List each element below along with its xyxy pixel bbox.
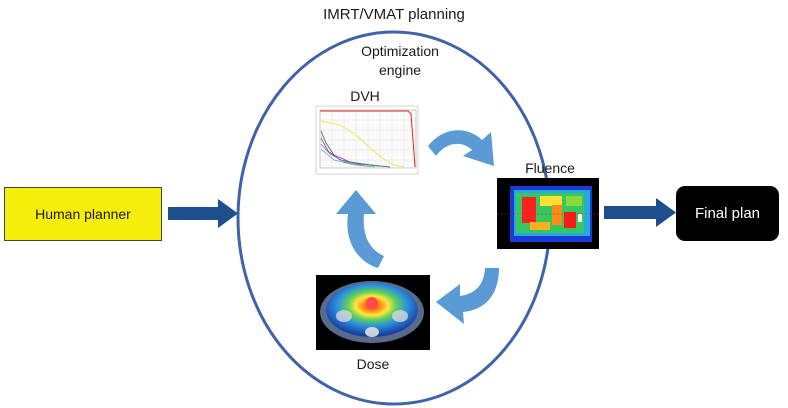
dose-distribution-thumbnail — [316, 275, 430, 350]
dose-label: Dose — [356, 356, 390, 372]
human-planner-box: Human planner — [4, 187, 162, 241]
dvh-thumbnail — [315, 105, 419, 175]
cycle-arrow-dose-to-dvh — [336, 190, 384, 268]
human-planner-label: Human planner — [35, 206, 131, 222]
fluence-label: Fluence — [525, 160, 575, 176]
diagram-title: IMRT/VMAT planning — [323, 6, 465, 23]
flow-arrow-output — [604, 198, 676, 227]
final-plan-label: Final plan — [694, 205, 761, 222]
flow-arrow-input — [168, 199, 238, 228]
cycle-arrow-dvh-to-fluence — [428, 130, 494, 166]
fluence-map-thumbnail — [497, 178, 599, 249]
final-plan-box: Final plan — [676, 186, 779, 241]
dvh-label: DVH — [350, 88, 380, 104]
cycle-arrow-fluence-to-dose — [436, 268, 499, 324]
optimization-engine-label: Optimization engine — [361, 43, 439, 78]
